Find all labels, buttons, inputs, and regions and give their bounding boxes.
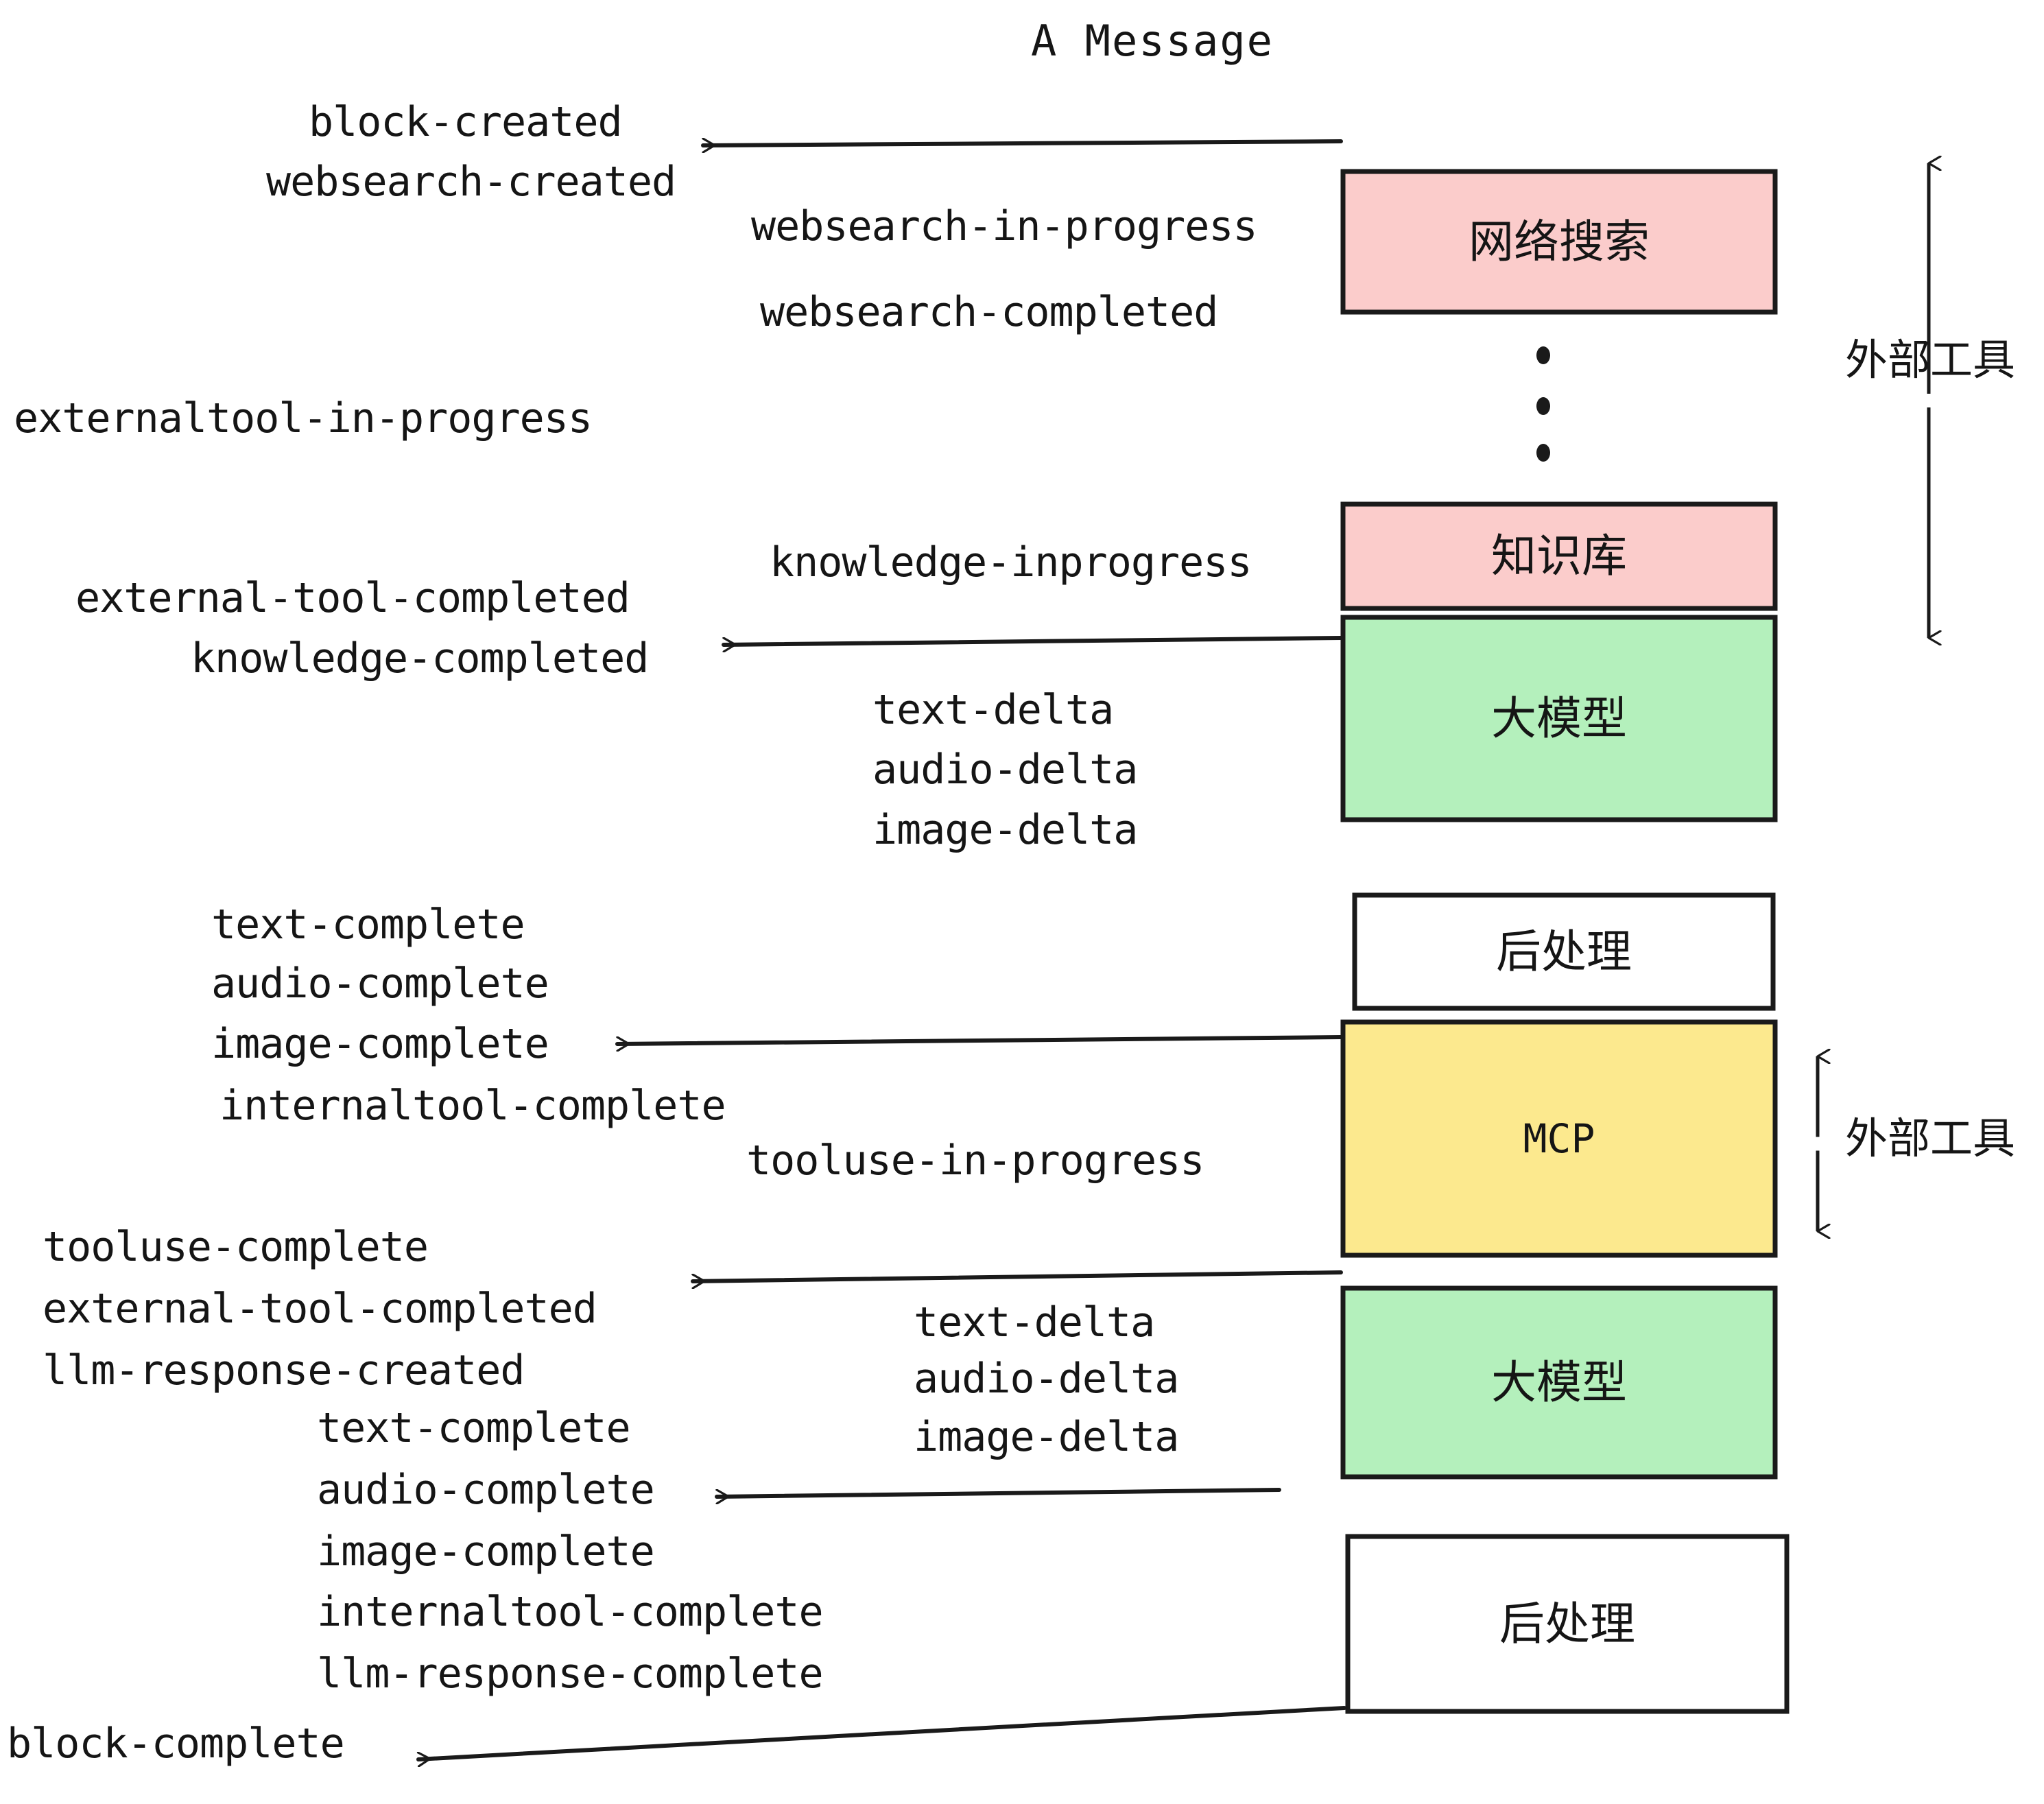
event-label-audio-delta-2: audio-delta xyxy=(914,1355,1179,1403)
process-box-label-knowledge: 知识库 xyxy=(1491,530,1627,582)
event-label-audio-complete-1: audio-complete xyxy=(211,960,549,1008)
vertical-ellipsis xyxy=(1536,346,1550,462)
event-label-websearch-in-progress: websearch-in-progress xyxy=(751,202,1258,250)
event-label-text-delta-1: text-delta xyxy=(872,686,1114,734)
event-label-audio-complete-2: audio-complete xyxy=(317,1466,655,1514)
event-label-text-complete-2: text-complete xyxy=(317,1404,631,1452)
ellipsis-dot-1 xyxy=(1536,346,1550,364)
event-label-internaltool-complete-1: internaltool-complete xyxy=(219,1082,726,1130)
process-box-label-llm-2: 大模型 xyxy=(1491,1355,1627,1409)
event-label-audio-delta-1: audio-delta xyxy=(872,746,1138,794)
process-box-label-websearch: 网络搜索 xyxy=(1469,215,1650,268)
event-label-llm-response-created: llm-response-created xyxy=(43,1346,525,1394)
diagram-title: A Message xyxy=(1031,16,1274,66)
event-label-tooluse-complete: tooluse-complete xyxy=(43,1223,429,1271)
event-label-tooluse-in-progress: tooluse-in-progress xyxy=(746,1137,1204,1185)
event-label-block-created: block-created xyxy=(309,98,623,146)
event-label-websearch-completed: websearch-completed xyxy=(760,288,1218,336)
group-label-external-tools-bottom: 外部工具 xyxy=(1845,1113,2016,1163)
event-arrows xyxy=(416,141,1346,1759)
event-label-image-complete-2: image-complete xyxy=(317,1528,655,1576)
arrow-block-complete xyxy=(416,1706,1346,1759)
group-label-external-tools-top: 外部工具 xyxy=(1845,335,2016,385)
ellipsis-dot-2 xyxy=(1536,397,1550,415)
event-label-internaltool-complete-2: internaltool-complete xyxy=(317,1588,824,1636)
event-label-block-complete: block-complete xyxy=(7,1720,345,1768)
arrow-block-created xyxy=(701,141,1343,145)
event-label-image-delta-1: image-delta xyxy=(872,806,1138,854)
process-box-label-postproc-2: 后处理 xyxy=(1499,1597,1635,1650)
event-label-external-tool-completed-2: external-tool-completed xyxy=(43,1285,597,1333)
event-label-image-delta-2: image-delta xyxy=(914,1413,1179,1461)
event-label-llm-response-complete: llm-response-complete xyxy=(317,1650,824,1698)
arrow-tooluse-complete xyxy=(691,1270,1343,1281)
event-label-text-delta-2: text-delta xyxy=(914,1298,1155,1346)
ellipsis-dot-3 xyxy=(1536,444,1550,462)
event-label-image-complete-1: image-complete xyxy=(211,1020,549,1068)
process-box-label-postproc-1: 后处理 xyxy=(1496,925,1632,978)
arrow-audio-complete xyxy=(715,1488,1281,1497)
span-arrows xyxy=(1816,163,1929,1231)
event-label-externaltool-in-progress: externaltool-in-progress xyxy=(14,394,593,442)
event-label-knowledge-completed: knowledge-completed xyxy=(191,634,649,683)
process-box-label-mcp: MCP xyxy=(1523,1115,1595,1162)
arrow-knowledge-done xyxy=(722,636,1343,645)
arrow-image-complete xyxy=(615,1035,1343,1044)
event-label-knowledge-inprogress: knowledge-inprogress xyxy=(770,538,1252,586)
process-box-label-llm-1: 大模型 xyxy=(1491,691,1627,745)
event-label-external-tool-completed-1: external-tool-completed xyxy=(75,574,630,622)
event-label-websearch-created: websearch-created xyxy=(266,158,676,206)
event-label-text-complete-1: text-complete xyxy=(211,901,525,949)
